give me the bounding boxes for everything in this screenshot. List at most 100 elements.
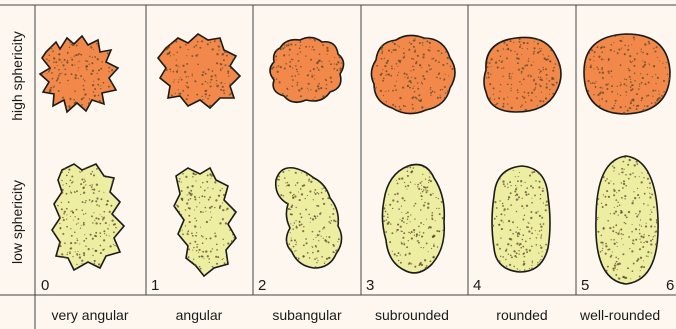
texture-dot xyxy=(303,226,304,227)
texture-dot xyxy=(542,190,544,192)
texture-dot xyxy=(646,95,648,97)
texture-dot xyxy=(541,229,543,231)
texture-dot xyxy=(518,69,520,71)
texture-dot xyxy=(287,182,288,183)
texture-dot xyxy=(59,243,61,245)
texture-dot xyxy=(523,42,525,44)
texture-dot xyxy=(500,42,501,43)
texture-dot xyxy=(622,253,624,255)
texture-dot xyxy=(602,77,604,79)
texture-dot xyxy=(200,211,202,213)
texture-dot xyxy=(422,196,423,197)
texture-dot xyxy=(84,180,86,182)
texture-dot xyxy=(225,83,226,84)
texture-dot xyxy=(517,235,519,237)
texture-dot xyxy=(641,100,642,101)
texture-dot xyxy=(88,63,89,64)
texture-dot xyxy=(634,60,635,61)
texture-dot xyxy=(66,226,68,228)
texture-dot xyxy=(85,238,87,240)
texture-dot xyxy=(631,231,633,233)
texture-dot xyxy=(222,239,224,241)
texture-dot xyxy=(89,199,91,201)
texture-dot xyxy=(413,205,415,207)
texture-dot xyxy=(285,63,287,65)
texture-dot xyxy=(401,242,402,243)
texture-dot xyxy=(516,57,518,59)
texture-dot xyxy=(502,265,503,266)
texture-dot xyxy=(302,230,304,232)
texture-dot xyxy=(219,40,220,41)
texture-dot xyxy=(219,190,221,192)
texture-dot xyxy=(83,186,85,188)
texture-dot xyxy=(494,218,496,220)
texture-dot xyxy=(194,225,196,227)
texture-dot xyxy=(442,64,444,66)
texture-dot xyxy=(276,78,277,79)
texture-dot xyxy=(81,260,83,262)
texture-dot xyxy=(492,225,494,227)
texture-dot xyxy=(60,227,62,229)
texture-dot xyxy=(186,202,188,204)
texture-dot xyxy=(624,198,625,199)
texture-dot xyxy=(426,40,428,42)
texture-dot xyxy=(500,213,502,215)
texture-dot xyxy=(547,58,549,60)
texture-dot xyxy=(201,236,202,237)
texture-dot xyxy=(303,244,305,246)
texture-dot xyxy=(306,174,307,175)
texture-dot xyxy=(98,95,100,97)
texture-dot xyxy=(401,177,403,179)
texture-dot xyxy=(490,74,491,75)
texture-dot xyxy=(385,205,386,206)
texture-dot xyxy=(408,263,409,264)
texture-dot xyxy=(312,178,313,179)
texture-dot xyxy=(415,184,416,185)
texture-dot xyxy=(173,81,174,82)
texture-dot xyxy=(197,54,198,55)
texture-dot xyxy=(615,232,616,233)
texture-dot xyxy=(84,80,85,81)
texture-dot xyxy=(221,43,223,45)
texture-dot xyxy=(632,172,634,174)
texture-dot xyxy=(521,71,523,73)
texture-dot xyxy=(536,237,538,239)
texture-dot xyxy=(500,256,501,257)
texture-dot xyxy=(212,70,214,72)
texture-dot xyxy=(310,217,312,219)
texture-dot xyxy=(429,50,431,52)
texture-dot xyxy=(428,228,429,229)
texture-dot xyxy=(420,262,422,264)
texture-dot xyxy=(419,235,420,236)
texture-dot xyxy=(295,172,297,174)
texture-dot xyxy=(403,48,404,49)
texture-dot xyxy=(668,83,669,84)
texture-dot xyxy=(397,45,398,46)
texture-dot xyxy=(295,244,297,246)
texture-dot xyxy=(530,75,532,77)
texture-dot xyxy=(397,201,399,203)
texture-dot xyxy=(222,259,223,260)
texture-dot xyxy=(551,77,553,79)
texture-dot xyxy=(286,185,287,186)
texture-dot xyxy=(530,99,532,101)
texture-dot xyxy=(394,193,396,195)
texture-dot xyxy=(388,194,389,195)
texture-dot xyxy=(413,86,414,87)
texture-dot xyxy=(548,55,549,56)
texture-dot xyxy=(518,232,520,234)
texture-dot xyxy=(637,258,639,260)
texture-dot xyxy=(97,101,99,103)
texture-dot xyxy=(92,189,93,190)
texture-dot xyxy=(404,200,406,202)
texture-dot xyxy=(312,46,314,48)
texture-dot xyxy=(226,55,228,57)
texture-dot xyxy=(534,194,536,196)
texture-dot xyxy=(99,232,101,234)
texture-dot xyxy=(402,87,404,89)
texture-dot xyxy=(637,188,638,189)
texture-dot xyxy=(396,255,398,257)
texture-dot xyxy=(397,193,399,195)
texture-dot xyxy=(531,268,533,270)
